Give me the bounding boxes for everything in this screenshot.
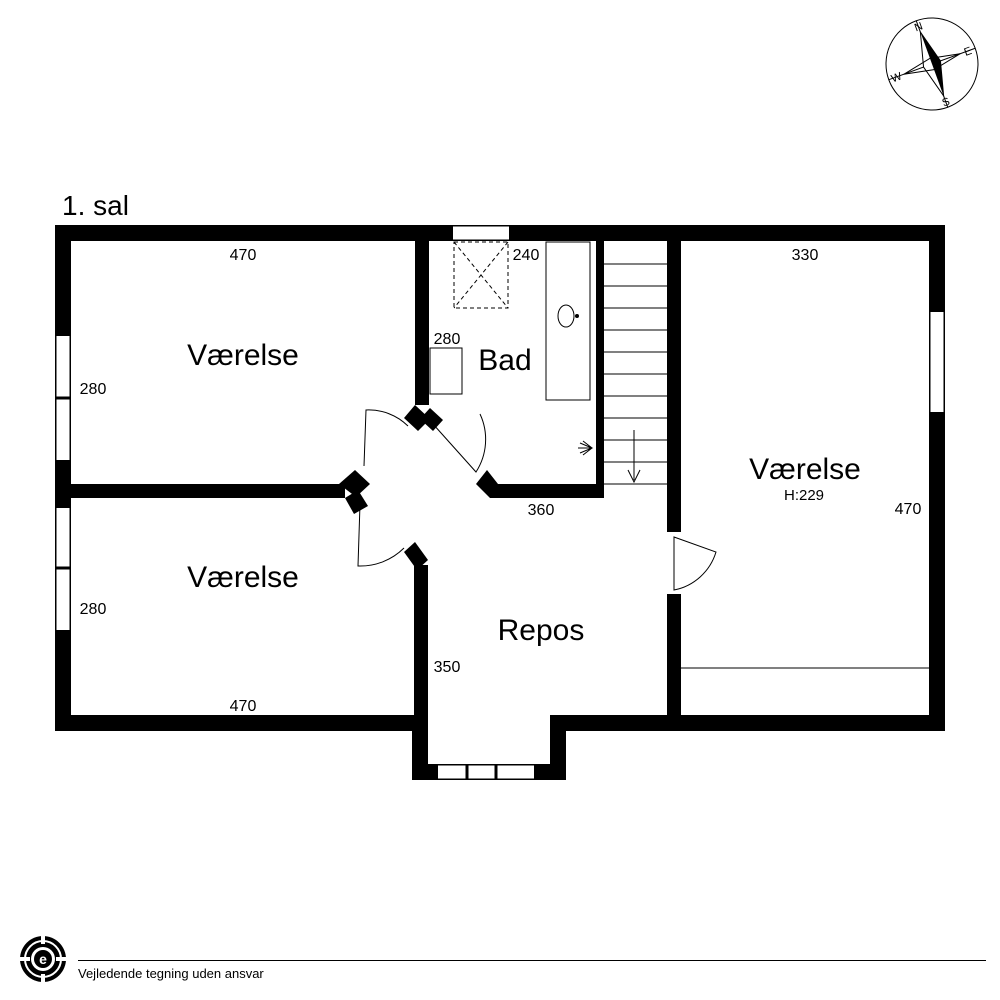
compass-north: N <box>913 20 925 34</box>
washbasin <box>557 304 575 328</box>
dimension-east-width: 330 <box>792 247 819 264</box>
doors <box>357 409 717 591</box>
dimension-bath-top: 240 <box>513 247 540 264</box>
compass-east: E <box>963 45 974 59</box>
room-label-sw: Værelse <box>187 561 299 594</box>
skylight <box>453 241 509 309</box>
logo-icon: e <box>20 936 66 982</box>
room-label-east: Værelse <box>749 453 861 486</box>
bath-counter <box>545 241 591 401</box>
dimension-sw-depth: 280 <box>80 601 107 618</box>
footer-divider <box>78 960 986 961</box>
dimension-east-depth: 470 <box>895 501 922 518</box>
compass-west: W <box>890 70 904 85</box>
door-bath <box>432 413 487 473</box>
dimension-nw-depth: 280 <box>80 381 107 398</box>
compass-south: S <box>941 96 952 110</box>
logo-letter: e <box>39 951 47 967</box>
floor-title: 1. sal <box>62 190 129 221</box>
room-label-nw: Værelse <box>187 339 299 372</box>
door-nw-room <box>363 409 409 467</box>
dimension-bath-bottom: 360 <box>528 502 555 519</box>
staircase <box>604 263 667 485</box>
room-height-east: H:229 <box>784 487 824 504</box>
bath-fixtures <box>429 241 594 456</box>
dimension-sw-width: 470 <box>230 698 257 715</box>
windows <box>55 225 945 780</box>
dimension-nw-width: 470 <box>230 247 257 264</box>
door-sw-room <box>357 503 405 567</box>
toilet <box>429 347 463 395</box>
room-label-bath: Bad <box>478 344 531 377</box>
disclaimer-text: Vejledende tegning uden ansvar <box>78 966 264 981</box>
dimension-landing-side: 350 <box>434 659 461 676</box>
compass-rose: N E S W <box>885 17 979 111</box>
door-east-room <box>673 536 717 591</box>
dimension-bath-side: 280 <box>434 331 461 348</box>
shower-icon <box>578 440 594 456</box>
room-label-landing: Repos <box>498 614 585 647</box>
